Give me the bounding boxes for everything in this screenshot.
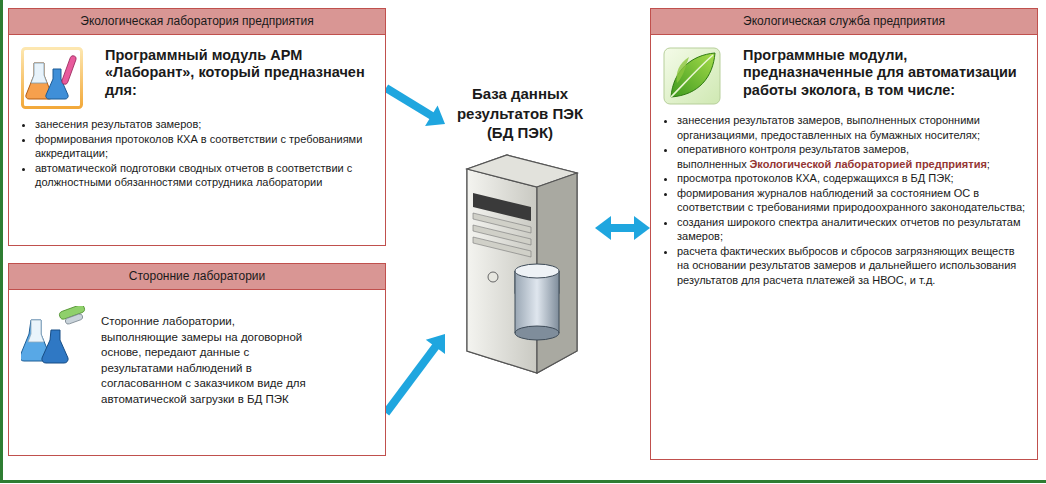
bullet-text: создания широкого спектра аналитических …	[677, 216, 1020, 243]
database-node: База данных результатов ПЭК (БД ПЭК)	[445, 84, 595, 399]
panel-body-row: Сторонние лаборатории, выполняющие замер…	[9, 290, 385, 411]
panel-heading-row: Программные модули, предназначенные для …	[651, 35, 1037, 109]
icon-shape	[677, 57, 690, 83]
panel-header: Экологическая лаборатория предприятия	[9, 9, 385, 35]
bullet-text: формирования журналов наблюдений за сост…	[677, 187, 1025, 214]
panel-box: Экологическая служба предприятияПрограмм…	[650, 8, 1038, 460]
panel-heading: Программные модули, предназначенные для …	[743, 47, 1029, 99]
icon-shape	[559, 271, 560, 333]
panel-header: Экологическая служба предприятия	[651, 9, 1037, 35]
icon-shape	[65, 313, 84, 325]
connector-arrow	[386, 88, 445, 126]
frame-line	[0, 480, 1046, 483]
arrow-shaft	[610, 224, 635, 232]
panel-heading-row: Программный модуль АРМ «Лаборант», котор…	[9, 35, 385, 113]
bullet-item: создания широкого спектра аналитических …	[677, 215, 1029, 244]
bullet-text: просмотра протоколов КХА, содержащихся в…	[677, 172, 954, 184]
icon-shape	[61, 55, 77, 85]
bullet-text: занесения результатов замеров, выполненн…	[677, 114, 980, 141]
bullet-item: формирования журналов наблюдений за сост…	[677, 186, 1029, 215]
icon-shape	[23, 49, 82, 108]
arrow-head	[426, 334, 445, 354]
arrow-shaft	[386, 346, 436, 413]
icon-shape	[515, 326, 559, 340]
frame-line	[0, 0, 3, 482]
panel-body: Сторонние лаборатории, выполняющие замер…	[101, 314, 306, 407]
panel-heading: Программный модуль АРМ «Лаборант», котор…	[105, 47, 377, 99]
lab-icon	[21, 306, 87, 372]
arrow-head	[595, 216, 611, 240]
bullet-text: автоматической подготовки сводных отчето…	[35, 162, 352, 189]
arrow-head	[425, 105, 445, 125]
icon-shape	[42, 330, 68, 363]
icon-shape	[473, 237, 531, 257]
arrow-head	[634, 216, 650, 240]
connector-arrow	[595, 216, 650, 240]
bullet-list: занесения результатов замеров, выполненн…	[651, 113, 1029, 287]
bullet-item: автоматической подготовки сводных отчето…	[35, 161, 377, 190]
bullet-text: формирования протоколов КХА в соответств…	[35, 133, 362, 160]
highlight-text: Экологической лабораторией предприятия	[750, 158, 987, 170]
server-icon	[445, 151, 595, 391]
bullet-item: оперативного контроля результатов замеро…	[677, 142, 1029, 171]
bullet-text: расчета фактических выбросов и сбросов з…	[677, 245, 1016, 286]
icon-shape	[515, 271, 559, 333]
icon-shape	[28, 320, 44, 342]
icon-shape	[31, 63, 47, 83]
icon-shape	[488, 272, 498, 282]
ecology-icon	[663, 47, 721, 105]
icon-shape	[515, 271, 516, 333]
icon-shape	[664, 48, 720, 104]
bullet-text: занесения результатов замеров;	[35, 118, 201, 130]
bullet-text: ;	[987, 158, 990, 170]
lab-icon	[21, 47, 83, 109]
bullet-list: занесения результатов замеров; формирован…	[9, 117, 377, 190]
bullet-item: занесения результатов замеров;	[35, 117, 377, 132]
bullet-item: занесения результатов замеров, выполненн…	[677, 113, 1029, 142]
server-figure	[445, 151, 595, 395]
icon-shape	[515, 264, 559, 278]
icon-shape	[671, 55, 713, 97]
bullet-item: расчета фактических выбросов и сбросов з…	[677, 244, 1029, 288]
icon-shape	[671, 53, 715, 97]
panel-header: Сторонние лаборатории	[9, 264, 385, 290]
icon-shape	[467, 155, 577, 373]
panel-box: Сторонние лабораторииСторонние лаборатор…	[8, 263, 386, 456]
database-title: База данных результатов ПЭК (БД ПЭК)	[445, 84, 595, 143]
arrow-shaft	[386, 88, 432, 116]
connector-arrow	[386, 334, 445, 413]
bullet-item: просмотра протоколов КХА, содержащихся в…	[677, 171, 1029, 186]
bullet-item: формирования протоколов КХА в соответств…	[35, 132, 377, 161]
panel-box: Экологическая лаборатория предприятияПро…	[8, 8, 386, 246]
